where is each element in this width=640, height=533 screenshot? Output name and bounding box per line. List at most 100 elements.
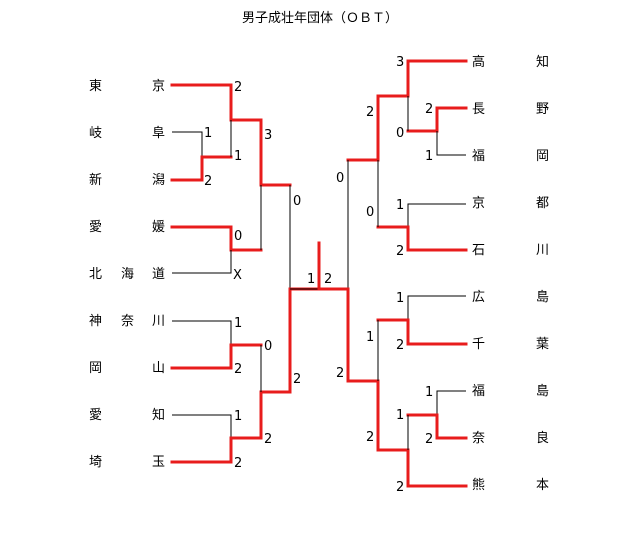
right-team-kochi-c2: 知: [536, 54, 549, 70]
right-team-fukuoka-c1: 福: [472, 149, 485, 164]
right-team-fukuoka-c2: 岡: [536, 149, 549, 164]
score: 1: [425, 149, 433, 164]
left-team-niigata-c1: 新: [89, 172, 102, 188]
left-team-niigata-c3: 潟: [152, 173, 165, 188]
left-team-saitama-c3: 玉: [152, 455, 165, 470]
score: 1: [234, 409, 242, 424]
left-team-tokyo-c1: 東: [89, 78, 102, 94]
left-team-gifu-c1: 岐: [89, 126, 102, 141]
score: 1: [234, 149, 242, 164]
right-team-fukushima-c2: 島: [536, 384, 549, 399]
winner-line: [170, 83, 292, 187]
score: 2: [234, 80, 242, 95]
winner-line: [346, 59, 468, 162]
right-team-chiba-c2: 葉: [536, 337, 549, 352]
left-team-saitama-c1: 埼: [89, 455, 102, 470]
score: 2: [204, 174, 212, 189]
left-team-aichi-c3: 知: [152, 407, 165, 423]
score: 1: [366, 330, 374, 345]
right-team-kochi-c1: 高: [472, 54, 485, 70]
score: 2: [324, 272, 332, 287]
winner-line: [376, 225, 468, 252]
left-team-hokkaido-c3: 道: [152, 267, 165, 282]
bracket-line: [436, 390, 466, 415]
right-team-fukushima-c1: 福: [472, 384, 485, 399]
bracket-line: [172, 131, 203, 157]
right-team-nagano-c1: 長: [472, 102, 485, 117]
score: 2: [396, 338, 404, 353]
bracket-line: [407, 295, 466, 320]
left-team-names: 東 京 岐 阜 新 潟 愛 媛 北 海 道 神 奈 川 岡 山 愛 知 埼 玉: [89, 78, 165, 470]
left-team-kanagawa-c1: 神: [89, 314, 102, 329]
winner-line: [170, 343, 263, 370]
score: 0: [336, 171, 344, 186]
right-team-nagano-c2: 野: [536, 102, 549, 117]
score: 1: [204, 126, 212, 141]
right-team-ishikawa-c2: 川: [536, 243, 549, 258]
score: 3: [264, 128, 272, 143]
bracket-line: [407, 203, 466, 227]
winner-line: [170, 225, 263, 252]
right-team-kumamoto-c2: 本: [536, 478, 549, 493]
score: 2: [425, 102, 433, 117]
score: 0: [396, 126, 404, 141]
right-team-nara-c1: 奈: [472, 431, 485, 446]
bracket-line: [172, 320, 232, 345]
winner-line: [406, 106, 468, 133]
bracket-line: [172, 414, 232, 438]
right-team-kyoto-c2: 都: [536, 196, 549, 211]
score: 1: [307, 272, 315, 287]
score: 2: [264, 432, 272, 447]
right-bracket-lines: [346, 59, 468, 488]
score: 1: [396, 291, 404, 306]
score: 3: [396, 55, 404, 70]
winner-line: [170, 287, 321, 464]
score: 2: [293, 372, 301, 387]
score: 2: [396, 244, 404, 259]
winner-line: [406, 413, 468, 440]
score: 2: [396, 480, 404, 495]
score: 2: [234, 456, 242, 471]
scores: 2 1 1 2 3 0 0 X 1 0 2 2 1 2 2 1 2 3 2 2 …: [204, 55, 433, 495]
score: 1: [425, 385, 433, 400]
score: 0: [366, 205, 374, 220]
left-team-kanagawa-c3: 川: [152, 314, 165, 329]
winner-line: [346, 287, 468, 488]
left-team-hokkaido-c2: 海: [121, 267, 134, 282]
left-team-ehime-c3: 媛: [152, 220, 165, 235]
final-lines: [317, 241, 350, 291]
score: 0: [234, 229, 242, 244]
right-team-names: 高 知 長 野 福 岡 京 都 石 川 広 島 千 葉 福 島 奈 良 熊 本: [472, 54, 549, 493]
score: 1: [234, 316, 242, 331]
right-team-chiba-c1: 千: [472, 337, 485, 352]
right-team-kumamoto-c1: 熊: [472, 477, 485, 493]
right-team-kyoto-c1: 京: [472, 196, 485, 211]
score: 1: [396, 198, 404, 213]
left-team-okayama-c1: 岡: [89, 361, 102, 376]
score: 2: [366, 105, 374, 120]
winner-line: [170, 155, 233, 182]
left-team-tokyo-c3: 京: [152, 79, 165, 94]
score: 1: [396, 408, 404, 423]
left-team-ehime-c1: 愛: [89, 220, 102, 235]
winner-line: [376, 318, 468, 346]
right-team-ishikawa-c1: 石: [472, 243, 485, 258]
left-team-gifu-c3: 阜: [152, 125, 165, 141]
left-team-aichi-c1: 愛: [89, 408, 102, 423]
page-title: 男子成壮年団体（ＯＢＴ）: [242, 11, 398, 26]
right-team-hiroshima-c1: 広: [472, 290, 485, 305]
winner-line: [317, 241, 350, 291]
right-team-hiroshima-c2: 島: [536, 290, 549, 305]
bracket-line: [436, 131, 466, 156]
score: 2: [425, 432, 433, 447]
bracket-line: [172, 250, 232, 274]
left-team-kanagawa-c2: 奈: [121, 314, 134, 329]
score: 2: [234, 362, 242, 377]
left-bracket-lines: [170, 83, 321, 464]
score: 0: [264, 339, 272, 354]
left-team-okayama-c3: 山: [152, 361, 165, 376]
score: 2: [336, 366, 344, 381]
left-team-hokkaido-c1: 北: [89, 267, 102, 282]
right-team-nara-c2: 良: [536, 430, 549, 446]
